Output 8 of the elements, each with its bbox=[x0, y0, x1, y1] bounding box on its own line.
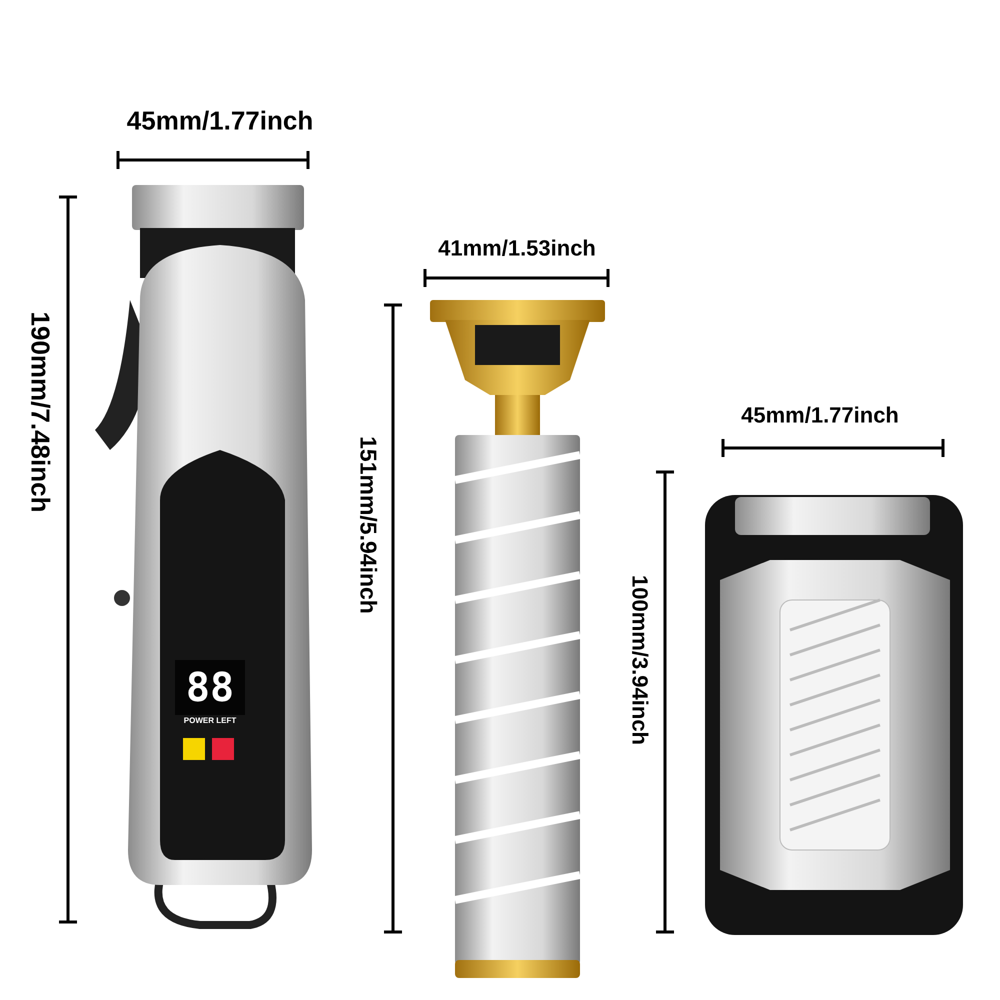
dimension-label: 151mm/5.94inch bbox=[354, 436, 382, 614]
display-digits: 88 bbox=[186, 668, 234, 708]
dimension-label: 190mm/7.48inch bbox=[24, 312, 56, 512]
dimension-label: 45mm/1.77inch bbox=[741, 402, 899, 430]
dimension-label: 41mm/1.53inch bbox=[438, 234, 596, 262]
dimension-label: 45mm/1.77inch bbox=[126, 104, 314, 138]
display-label: POWER LEFT bbox=[184, 715, 236, 727]
dimension-label: 100mm/3.94inch bbox=[626, 575, 654, 745]
